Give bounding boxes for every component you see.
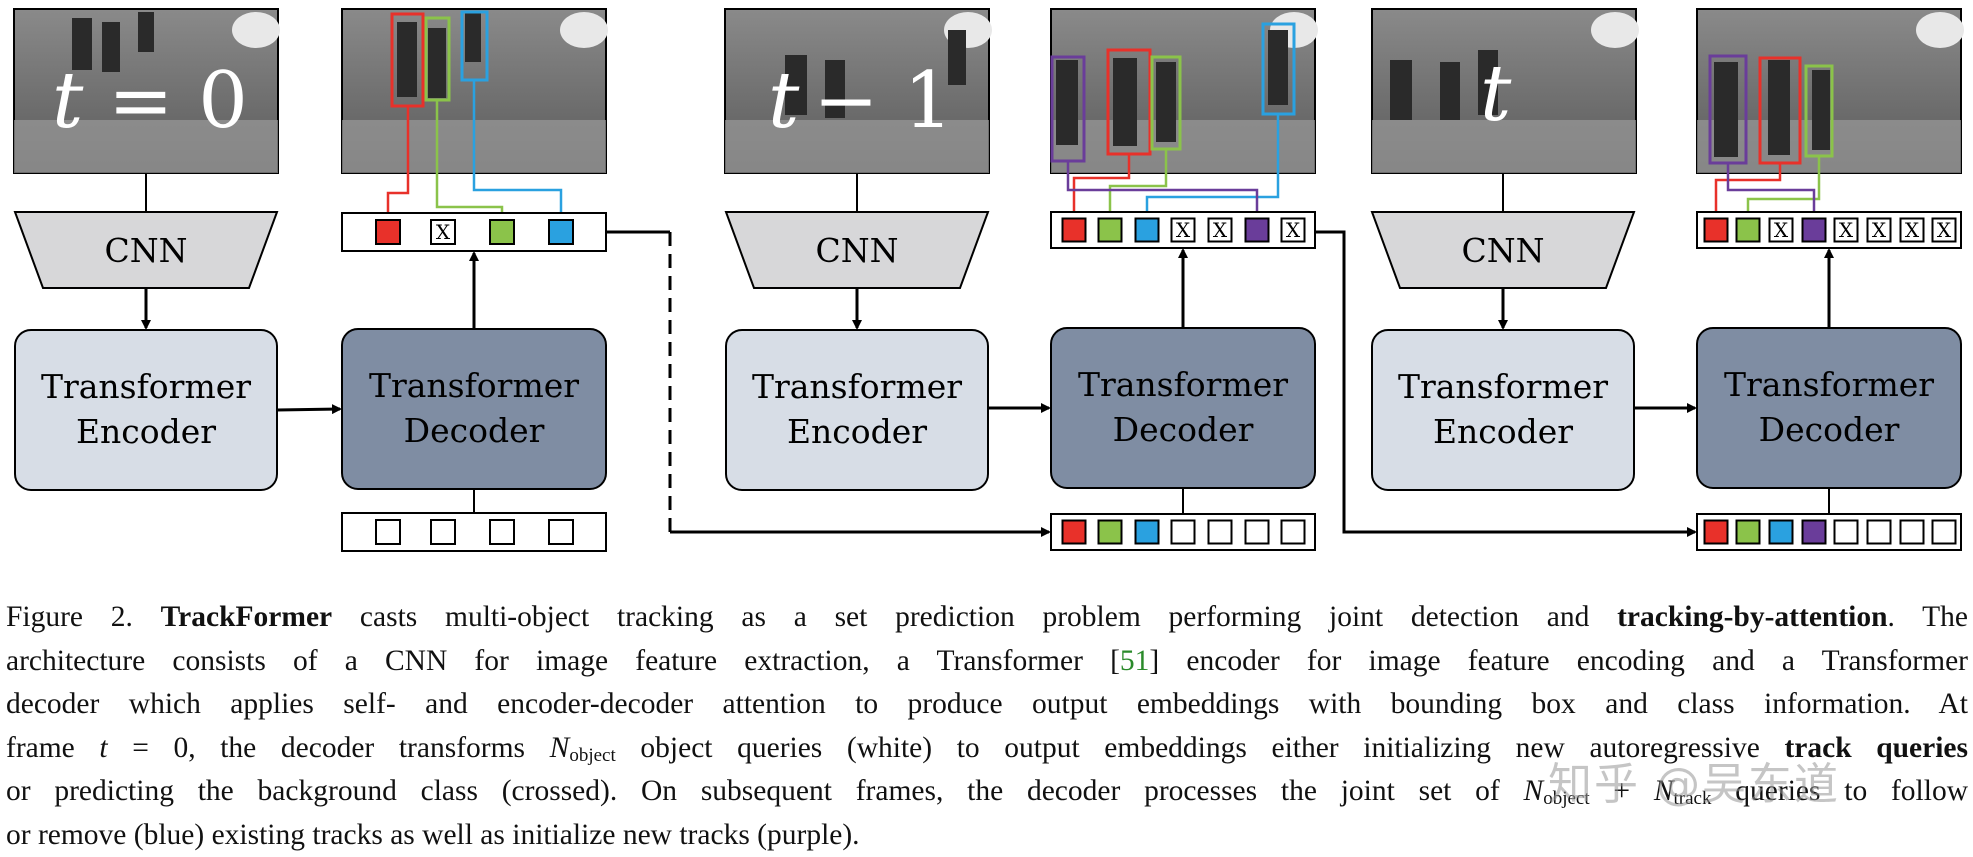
query-cell-red (1703, 519, 1729, 545)
query-cell-crossed (1899, 217, 1925, 243)
query-cell-blue (1768, 519, 1794, 545)
svg-text:Decoder: Decoder (1113, 410, 1254, 449)
query-cell-white (1931, 519, 1957, 545)
frame-label-t-1: t− 1 (768, 56, 953, 146)
cnn-block: CNN (724, 211, 990, 289)
query-cell-red (1703, 217, 1729, 243)
crossed-mark: X (1213, 218, 1228, 242)
crossed-mark: X (1286, 218, 1301, 242)
query-cell-purple (1801, 519, 1827, 545)
query-cell-crossed (1866, 217, 1892, 243)
caption-line: decoder which applies self- and encoder-… (6, 688, 1968, 720)
transformer-decoder: Transformer Decoder (1050, 327, 1316, 489)
query-cell-green (1735, 217, 1761, 243)
svg-text:Encoder: Encoder (76, 412, 216, 451)
input-frame-t: t (1371, 8, 1639, 174)
query-cell-red (1061, 217, 1087, 243)
caption-line: architecture consists of a CNN for image… (6, 644, 1968, 677)
svg-text:Transformer: Transformer (1724, 365, 1934, 404)
svg-text:Transformer: Transformer (1078, 365, 1288, 404)
frame-label-t: t (1480, 49, 1512, 139)
input-frame-t0: t = 0 (13, 8, 280, 174)
query-cell-white (548, 519, 574, 545)
query-cell-green (1097, 217, 1123, 243)
query-cell-white (1866, 519, 1892, 545)
query-cell-crossed (1170, 217, 1196, 243)
query-cell-white (1833, 519, 1859, 545)
query-cell-crossed (1207, 217, 1233, 243)
watermark: 知乎 @吴东道 (1548, 759, 1840, 810)
transformer-encoder: Transformer Encoder (725, 329, 989, 491)
input-frame-t-1: t− 1 (724, 8, 992, 174)
query-cell-green (1097, 519, 1123, 545)
cnn-block: CNN (1370, 211, 1636, 289)
query-cell-crossed (1833, 217, 1859, 243)
query-cell-red (1061, 519, 1087, 545)
query-cell-red (375, 219, 401, 245)
figure-caption: Figure 2. TrackFormer casts multi-object… (6, 596, 1968, 857)
transformer-encoder: Transformer Encoder (1371, 329, 1635, 491)
query-cell-white (375, 519, 401, 545)
query-cell-crossed (430, 219, 456, 245)
svg-text:Decoder: Decoder (1759, 410, 1900, 449)
frame-label-t0: t = 0 (52, 56, 248, 146)
crossed-mark: X (1872, 218, 1887, 242)
query-cell-white (1280, 519, 1306, 545)
svg-text:Transformer: Transformer (752, 367, 962, 406)
query-cell-crossed (1280, 217, 1306, 243)
query-cell-purple (1244, 217, 1270, 243)
query-cell-white (489, 519, 515, 545)
cnn-block: CNN (13, 211, 279, 289)
crossed-mark: X (1839, 218, 1854, 242)
svg-text:CNN: CNN (816, 231, 899, 270)
query-cell-blue (1134, 217, 1160, 243)
transformer-decoder: Transformer Decoder (341, 328, 607, 490)
query-cell-white (1207, 519, 1233, 545)
svg-text:Decoder: Decoder (404, 411, 545, 450)
caption-line: or predicting the background class (cros… (6, 775, 1968, 809)
query-cell-white (1244, 519, 1270, 545)
crossed-mark: X (1774, 218, 1789, 242)
query-cell-blue (548, 219, 574, 245)
query-cell-blue (1134, 519, 1160, 545)
query-cell-crossed (1931, 217, 1957, 243)
transformer-encoder: Transformer Encoder (14, 329, 278, 491)
caption-line: or remove (blue) existing tracks as well… (6, 818, 860, 851)
svg-text:CNN: CNN (105, 231, 188, 270)
query-cell-white (1899, 519, 1925, 545)
svg-text:Transformer: Transformer (369, 366, 579, 405)
query-cell-white (430, 519, 456, 545)
query-cell-green (489, 219, 515, 245)
caption-line: frame t = 0, the decoder transforms Nobj… (6, 731, 1968, 766)
output-frame-t (1696, 8, 1964, 174)
output-frame-t-1 (1050, 8, 1318, 174)
trackformer-diagram: t = 0 t− 1 t (13, 8, 1964, 552)
svg-text:Encoder: Encoder (1433, 412, 1573, 451)
query-cell-crossed (1768, 217, 1794, 243)
caption-line: Figure 2. TrackFormer casts multi-object… (6, 601, 1968, 633)
svg-text:Transformer: Transformer (41, 367, 251, 406)
crossed-mark: X (436, 220, 451, 244)
svg-text:Transformer: Transformer (1398, 367, 1608, 406)
query-cell-white (1170, 519, 1196, 545)
crossed-mark: X (1905, 218, 1920, 242)
svg-text:CNN: CNN (1462, 231, 1545, 270)
svg-text:Encoder: Encoder (787, 412, 927, 451)
query-cell-purple (1801, 217, 1827, 243)
crossed-mark: X (1176, 218, 1191, 242)
crossed-mark: X (1937, 218, 1952, 242)
transformer-decoder: Transformer Decoder (1696, 327, 1962, 489)
query-cell-green (1735, 519, 1761, 545)
track-query-flow (606, 230, 1697, 537)
